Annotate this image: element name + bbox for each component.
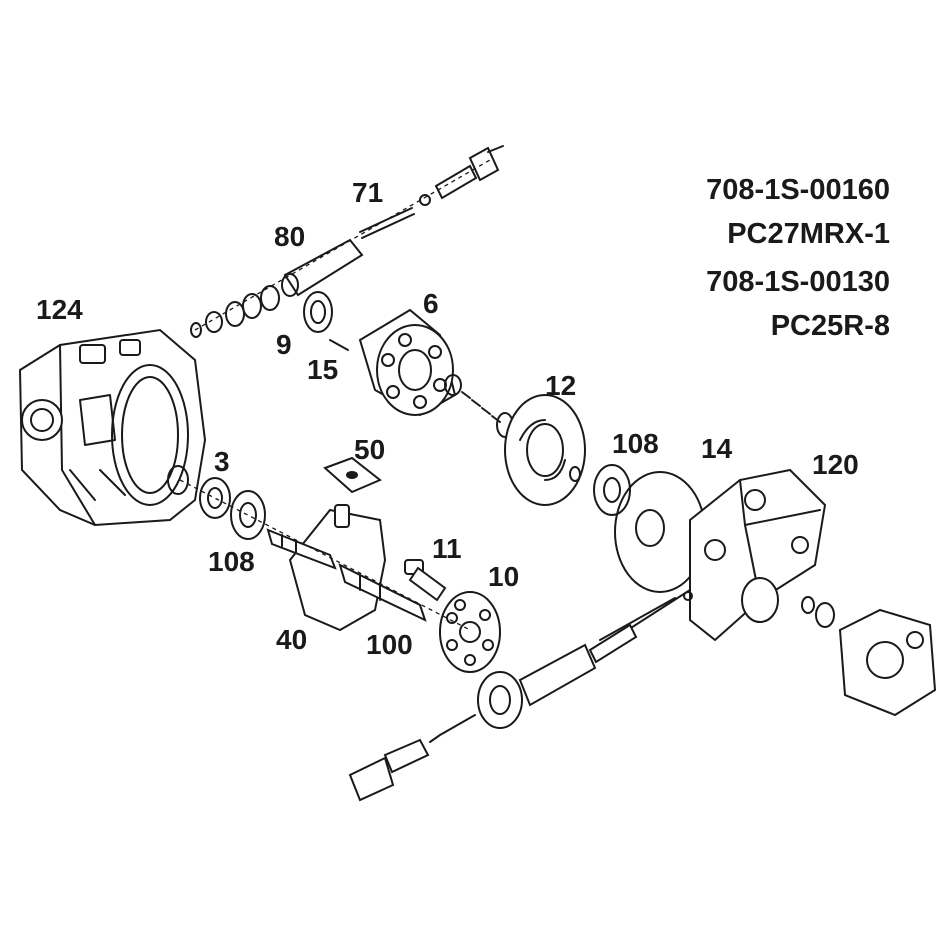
label-12: 12: [545, 370, 577, 401]
label-6: 6: [423, 288, 439, 319]
label-40: 40: [276, 624, 308, 655]
label-9: 9: [276, 329, 292, 360]
part-number-1: 708-1S-00160: [706, 174, 890, 206]
part-3-snap-ring: [167, 465, 231, 519]
part-40-swash-plate: [288, 504, 387, 632]
label-11: 11: [432, 533, 462, 564]
part-number-2: 708-1S-00130: [706, 266, 890, 298]
regulator-assembly: [348, 589, 693, 802]
label-15: 15: [307, 354, 339, 385]
model-2: PC25R-8: [770, 310, 890, 342]
part-108-bearing-lower: [230, 490, 266, 540]
label-108-upper: 108: [612, 428, 659, 459]
part-12-valve-plate: [504, 394, 586, 506]
label-10: 10: [488, 561, 520, 592]
spring-set: [444, 374, 514, 438]
label-120: 120: [812, 449, 859, 480]
label-100: 100: [366, 629, 413, 660]
aux-pump: [838, 608, 937, 717]
label-124: 124: [36, 294, 83, 325]
label-50: 50: [354, 434, 386, 465]
label-14: 14: [701, 433, 733, 464]
part-120-end-cover: [689, 468, 835, 642]
label-71: 71: [352, 177, 384, 208]
part-6-cylinder-block: [358, 308, 457, 417]
part-108-bearing-upper: [569, 464, 631, 516]
label-108-lower: 108: [208, 546, 255, 577]
center-lines: [179, 159, 491, 631]
label-80: 80: [274, 221, 306, 252]
part-11-plunger: [404, 559, 447, 602]
part-50-key: [323, 456, 382, 494]
part-10-retainer: [439, 591, 501, 673]
model-1: PC27MRX-1: [727, 218, 890, 250]
part-80-spool: [190, 238, 364, 338]
label-3: 3: [214, 446, 230, 477]
part-124-housing: [18, 328, 207, 527]
part-9-bushing: [303, 291, 333, 333]
part-15-pin: [329, 339, 349, 351]
part-100-shaft: [266, 528, 427, 622]
